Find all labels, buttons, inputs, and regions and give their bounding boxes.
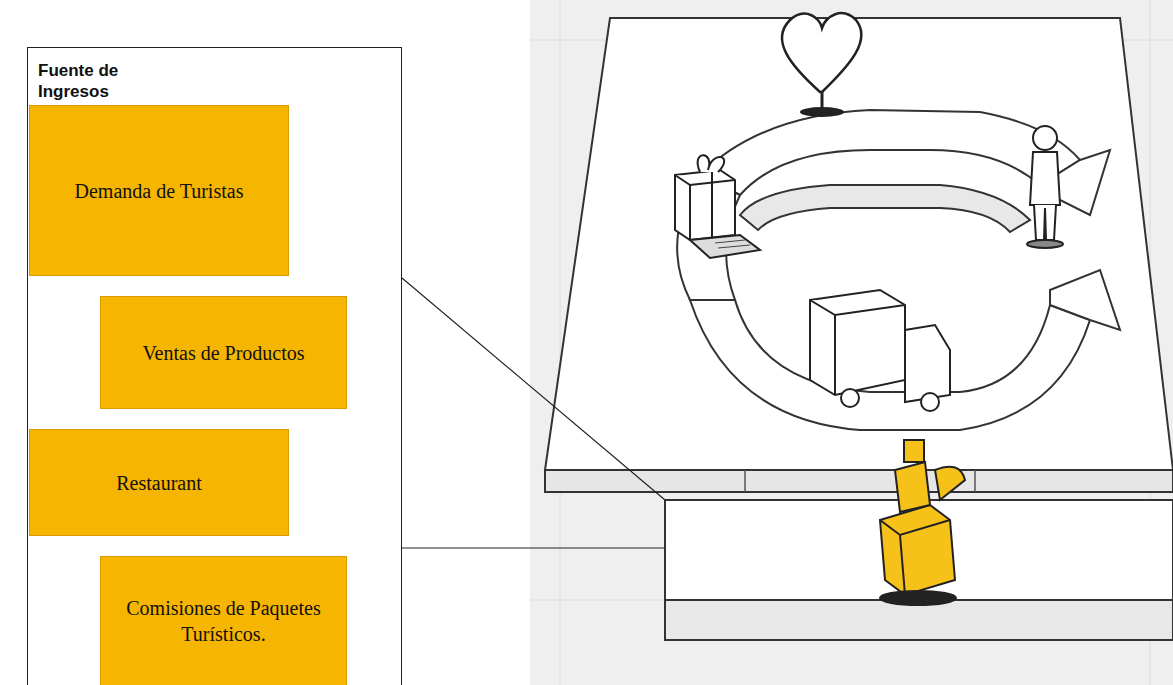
revenue-panel: Fuente de IngresosDemanda de TuristasVen…: [27, 47, 402, 685]
leader-lines: [402, 278, 665, 548]
revenue-box: Comisiones de Paquetes Turísticos.: [100, 556, 347, 685]
box-label: Restaurant: [116, 470, 202, 496]
box-label: Demanda de Turistas: [75, 178, 244, 204]
revenue-box: Demanda de Turistas: [29, 105, 289, 276]
platform-edge: [545, 470, 1173, 492]
person-icon: [1027, 126, 1063, 248]
revenue-box: Restaurant: [29, 429, 289, 536]
revenue-block: [665, 500, 1173, 600]
truck-icon: [810, 290, 950, 411]
revenue-box: Ventas de Productos: [100, 296, 347, 409]
panel-heading: Fuente de Ingresos: [38, 60, 158, 102]
box-label: Ventas de Productos: [142, 340, 304, 366]
canvas-arcs: [677, 110, 1120, 430]
box-label: Comisiones de Paquetes Turísticos.: [111, 595, 336, 647]
illustration-background: [530, 0, 1173, 685]
revenue-block-edge: [665, 600, 1173, 640]
heart-icon: [782, 13, 861, 117]
grid-lines: [530, 0, 1173, 685]
canvas-platform: [545, 18, 1173, 470]
gift-icon: [675, 155, 760, 258]
cash-register-icon: [880, 440, 965, 605]
